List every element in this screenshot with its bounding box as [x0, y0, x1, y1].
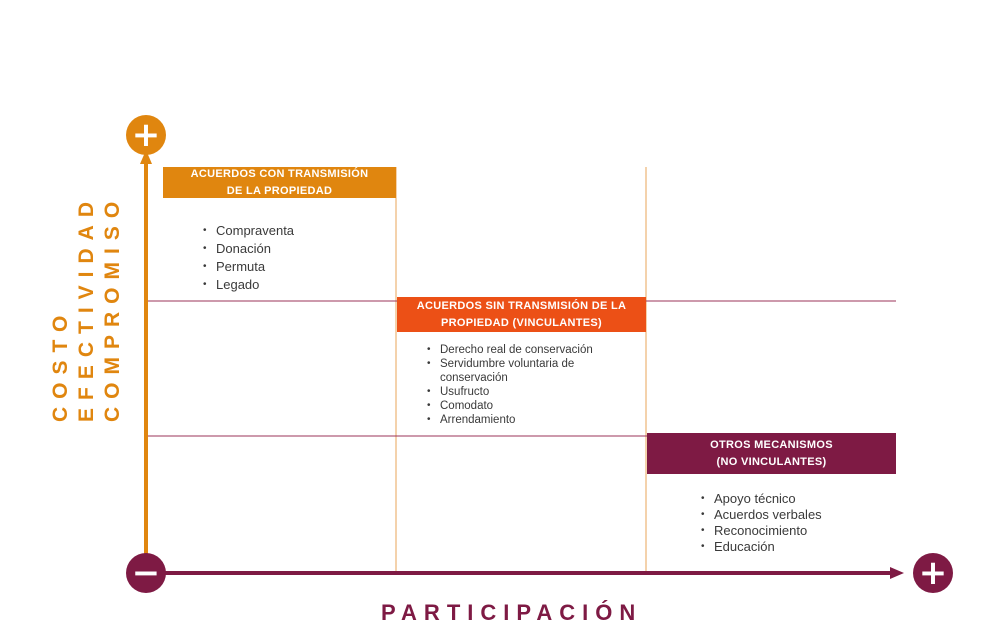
- y-axis-label-costo: COSTO: [49, 307, 72, 422]
- header-line: PROPIEDAD (VINCULANTES): [441, 316, 602, 329]
- list-item: Compraventa: [203, 222, 294, 240]
- y-axis-arrowhead: [140, 150, 152, 164]
- plus-icon: +: [913, 553, 953, 593]
- header-line: OTROS MECANISMOS: [710, 438, 833, 451]
- y-axis-label-efectividad: EFECTIVIDAD: [75, 193, 98, 422]
- y-axis-label-compromiso: COMPROMISO: [101, 193, 124, 422]
- list-item: Acuerdos verbales: [701, 507, 822, 523]
- x-axis-arrowhead: [890, 567, 904, 579]
- block-items-transfer: Compraventa Donación Permuta Legado: [203, 222, 294, 294]
- header-line: ACUERDOS CON TRANSMISIÓN: [190, 167, 369, 180]
- list-item: Servidumbre voluntaria de conservación: [427, 357, 627, 385]
- list-item: Legado: [203, 276, 294, 294]
- list-item: Derecho real de conservación: [427, 343, 627, 357]
- list-item: Educación: [701, 539, 822, 555]
- list-item: Permuta: [203, 258, 294, 276]
- plus-icon: +: [126, 115, 166, 155]
- minus-icon: −: [126, 553, 166, 593]
- x-axis-label: PARTICIPACIÓN: [381, 600, 643, 625]
- header-line: (NO VINCULANTES): [716, 455, 827, 468]
- block-header-nonbinding: OTROS MECANISMOS (NO VINCULANTES): [647, 433, 896, 474]
- block-header-transfer: ACUERDOS CON TRANSMISIÓN DE LA PROPIEDAD: [163, 167, 396, 198]
- block-header-binding: ACUERDOS SIN TRANSMISIÓN DE LA PROPIEDAD…: [397, 297, 646, 332]
- list-item: Usufructo: [427, 385, 627, 399]
- list-item: Reconocimiento: [701, 523, 822, 539]
- list-item: Apoyo técnico: [701, 491, 822, 507]
- block-items-binding: Derecho real de conservación Servidumbre…: [427, 343, 627, 427]
- list-item: Comodato: [427, 399, 627, 413]
- header-line: ACUERDOS SIN TRANSMISIÓN DE LA: [416, 299, 627, 312]
- list-item: Donación: [203, 240, 294, 258]
- block-items-nonbinding: Apoyo técnico Acuerdos verbales Reconoci…: [701, 491, 822, 555]
- list-item: Arrendamiento: [427, 413, 627, 427]
- header-line: DE LA PROPIEDAD: [226, 184, 333, 197]
